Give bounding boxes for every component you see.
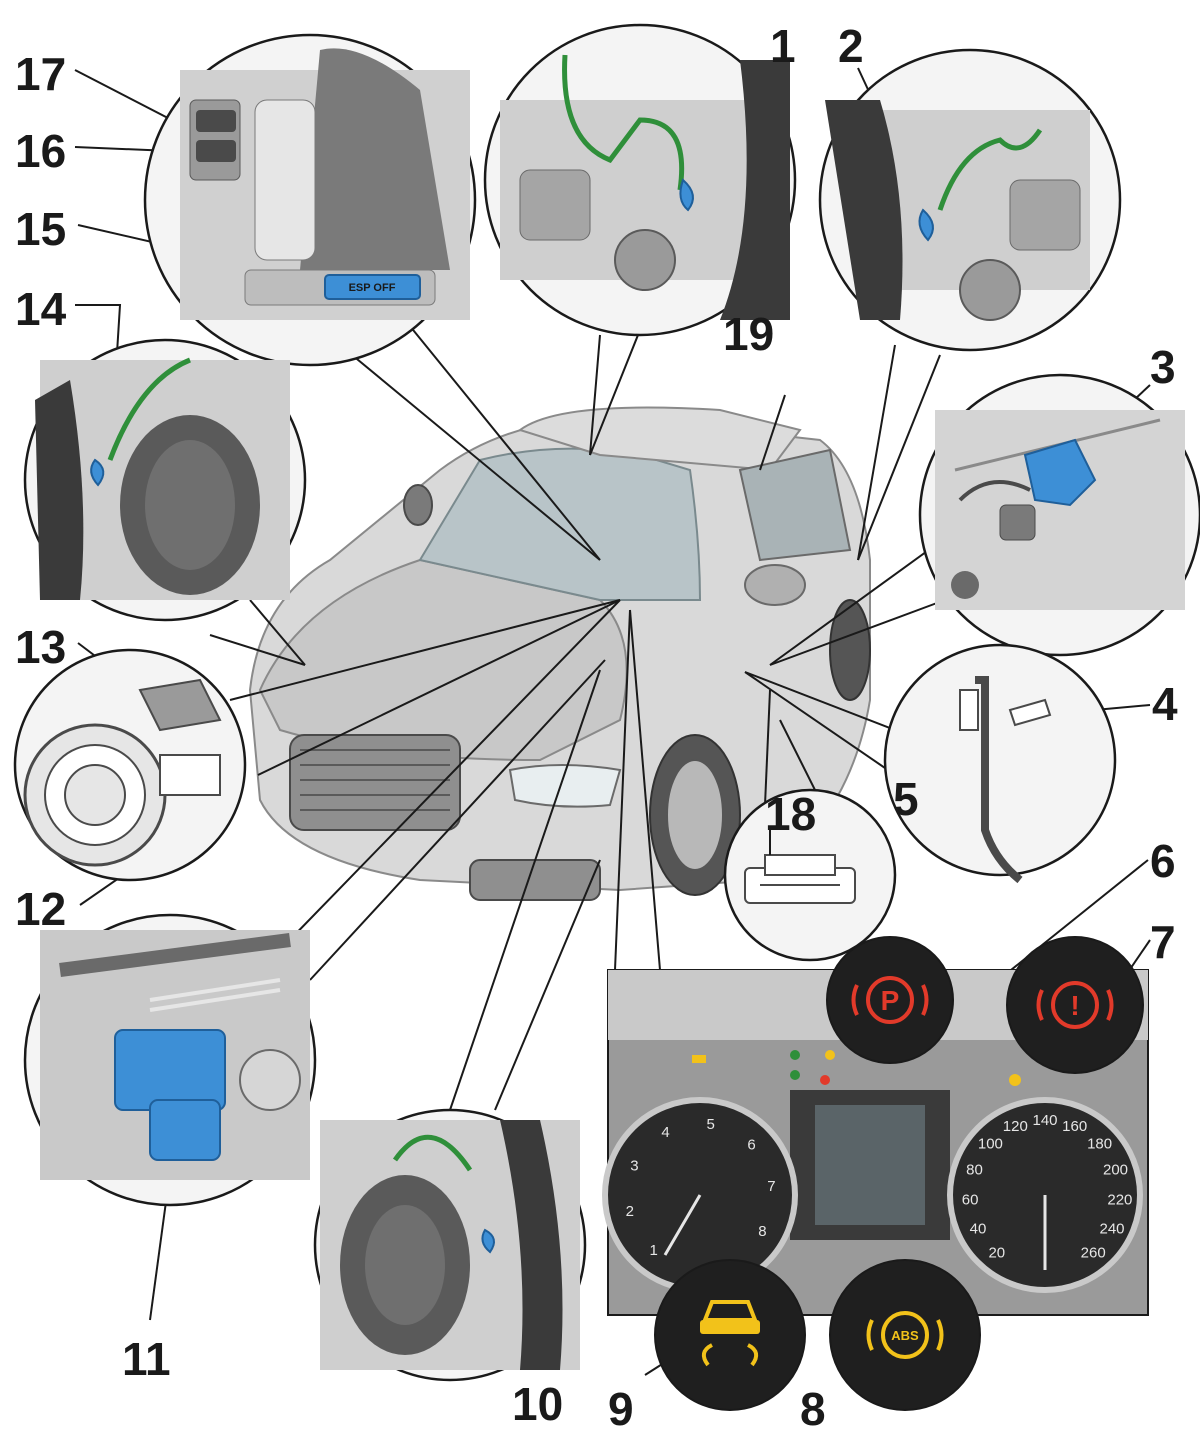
callout-11: 11: [122, 1333, 171, 1385]
callout-7: 7: [1150, 916, 1176, 968]
esp-warning-bubble: [654, 1259, 806, 1411]
callout-6: 6: [1150, 835, 1176, 887]
callout-12: 12: [15, 883, 66, 935]
callout-13: 13: [15, 621, 66, 673]
speedo-number-5: 120: [1003, 1118, 1028, 1135]
car-illustration: [248, 406, 871, 901]
parking-brake-warning-bubble: P: [826, 936, 954, 1064]
tach-number-5: 6: [747, 1137, 755, 1154]
callout-8: 8: [800, 1383, 826, 1435]
abs-warning-bubble: ABS: [829, 1259, 981, 1411]
tach-number-4: 5: [707, 1116, 715, 1133]
callout-15: 15: [15, 203, 66, 255]
parking-brake-symbol: P: [881, 985, 900, 1016]
callout-17: 17: [15, 48, 66, 100]
tach-number-7: 8: [758, 1223, 766, 1240]
inset-sensor-14: [23, 338, 307, 622]
tach-number-1: 2: [626, 1203, 634, 1220]
inset-brake-pedal: [883, 643, 1117, 884]
callout-5: 5: [893, 773, 919, 825]
brake-warning-symbol: !: [1070, 990, 1079, 1021]
speedo-number-12: 260: [1081, 1245, 1106, 1262]
callout-1: 1: [770, 20, 796, 72]
abs-symbol: ABS: [891, 1328, 919, 1343]
callout-18: 18: [765, 788, 816, 840]
callout-16: 16: [15, 125, 66, 177]
callout-19: 19: [723, 308, 774, 360]
inset-abs-control-unit: [23, 913, 317, 1207]
tach-number-3: 4: [661, 1124, 669, 1141]
callout-labels: 1 2 3 4 5 6 7 8 9 10 11 12 13 14 15 16 1…: [15, 20, 1178, 1435]
speedo-number-7: 160: [1062, 1118, 1087, 1135]
callout-10: 10: [512, 1378, 563, 1430]
brake-system-warning-bubble: !: [1006, 936, 1144, 1074]
tachometer-numbers: 1 2 3 4 5 6 7 8: [626, 1116, 776, 1259]
speedo-number-0: 20: [988, 1245, 1005, 1262]
speedo-number-11: 240: [1099, 1221, 1124, 1238]
tach-number-6: 7: [767, 1178, 775, 1195]
inset-sensor-1: [483, 23, 797, 337]
speedo-number-10: 220: [1107, 1191, 1132, 1208]
inset-sensor-2: [818, 48, 1122, 352]
speedo-number-6: 140: [1032, 1112, 1057, 1129]
callout-9: 9: [608, 1383, 634, 1435]
speedo-number-8: 180: [1087, 1136, 1112, 1153]
inset-diagnostic-connector: [723, 788, 897, 962]
callout-14: 14: [15, 283, 67, 335]
inset-sensor-3: [918, 373, 1200, 657]
inset-esp-button: ESP OFF: [143, 33, 477, 367]
speedo-number-3: 80: [966, 1161, 983, 1178]
inset-sensor-10: [313, 1108, 587, 1382]
tach-number-2: 3: [630, 1157, 638, 1174]
speedo-number-9: 200: [1103, 1161, 1128, 1178]
speedo-number-1: 40: [970, 1221, 987, 1238]
callout-2: 2: [838, 20, 864, 72]
tach-number-0: 1: [650, 1242, 658, 1259]
esp-off-button-label: ESP OFF: [349, 282, 396, 294]
speedo-number-4: 100: [978, 1136, 1003, 1153]
callout-4: 4: [1152, 678, 1178, 730]
callout-3: 3: [1150, 341, 1176, 393]
speedo-number-2: 60: [962, 1191, 979, 1208]
inset-steering-angle-sensor: [13, 648, 247, 882]
esp-off-button: [324, 274, 421, 300]
